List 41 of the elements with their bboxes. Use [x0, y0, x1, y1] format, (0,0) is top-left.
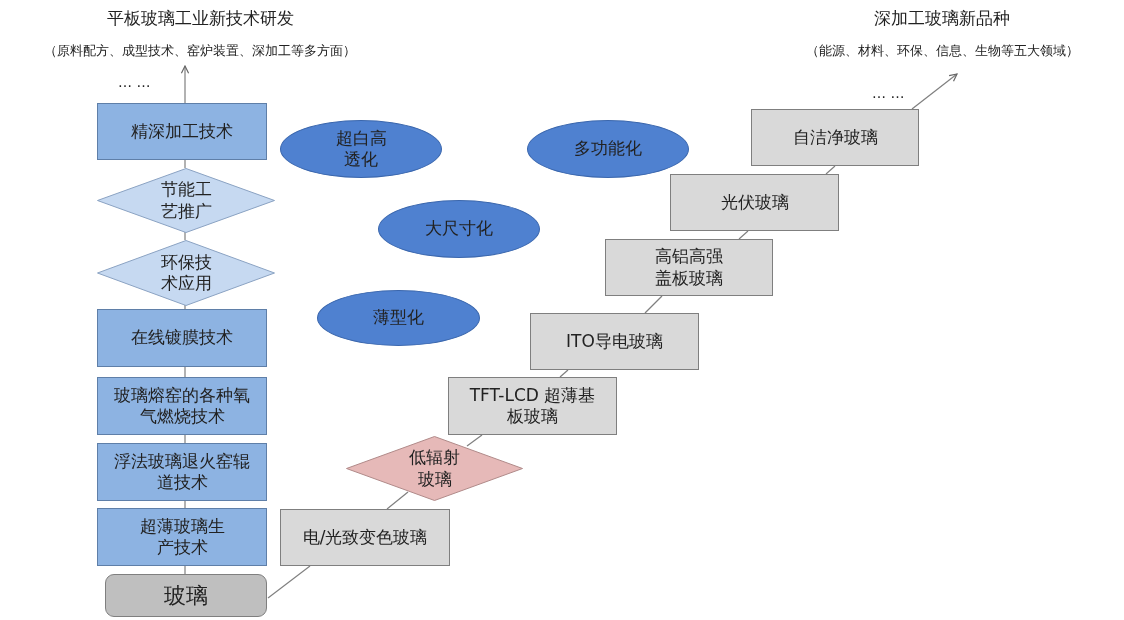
process-box: 浮法玻璃退火窑辊道技术 — [97, 443, 267, 501]
product-box: 自洁净玻璃 — [751, 109, 919, 166]
decision-diamond: 节能工艺推广 — [97, 168, 275, 233]
heading: 深加工玻璃新品种 — [874, 8, 1010, 30]
connector-line — [466, 434, 483, 447]
arrow — [911, 73, 958, 110]
subheading: （原料配方、成型技术、窑炉装置、深加工等多方面） — [44, 43, 356, 60]
process-box: 超薄玻璃生产技术 — [97, 508, 267, 566]
connector-line — [184, 366, 186, 378]
subheading: （能源、材料、环保、信息、生物等五大领域） — [805, 43, 1079, 60]
process-box: 玻璃熔窑的各种氧气燃烧技术 — [97, 377, 267, 435]
process-box: 在线镀膜技术 — [97, 309, 267, 367]
connector-line — [184, 434, 186, 444]
trend-ellipse: 大尺寸化 — [378, 200, 540, 258]
connector-line — [267, 565, 311, 599]
product-diamond: 低辐射玻璃 — [346, 436, 523, 501]
connector-line — [559, 369, 569, 378]
start-box: 玻璃 — [105, 574, 267, 617]
connector-line — [738, 230, 749, 240]
connector-line — [644, 295, 663, 314]
connector-line — [184, 231, 186, 241]
product-box: 光伏玻璃 — [670, 174, 839, 231]
product-box: ITO导电玻璃 — [530, 313, 699, 370]
heading: 平板玻璃工业新技术研发 — [106, 8, 294, 30]
process-box: 精深加工技术 — [97, 103, 267, 160]
trend-ellipse: 薄型化 — [317, 290, 480, 346]
connector-line — [184, 304, 186, 310]
trend-ellipse: 多功能化 — [527, 120, 689, 178]
trend-ellipse: 超白高透化 — [280, 120, 442, 178]
connector-line — [184, 565, 186, 575]
ellipsis-text: … … — [872, 85, 905, 101]
connector-line — [825, 165, 836, 175]
product-box: 电/光致变色玻璃 — [280, 509, 450, 566]
product-box: TFT-LCD 超薄基板玻璃 — [448, 377, 617, 435]
ellipsis-text: … … — [118, 74, 151, 90]
connector-line — [184, 159, 186, 169]
arrow — [180, 65, 190, 104]
decision-diamond: 环保技术应用 — [97, 240, 275, 306]
connector-line — [184, 500, 186, 509]
product-box: 高铝高强盖板玻璃 — [605, 239, 773, 296]
connector-line — [386, 491, 409, 510]
